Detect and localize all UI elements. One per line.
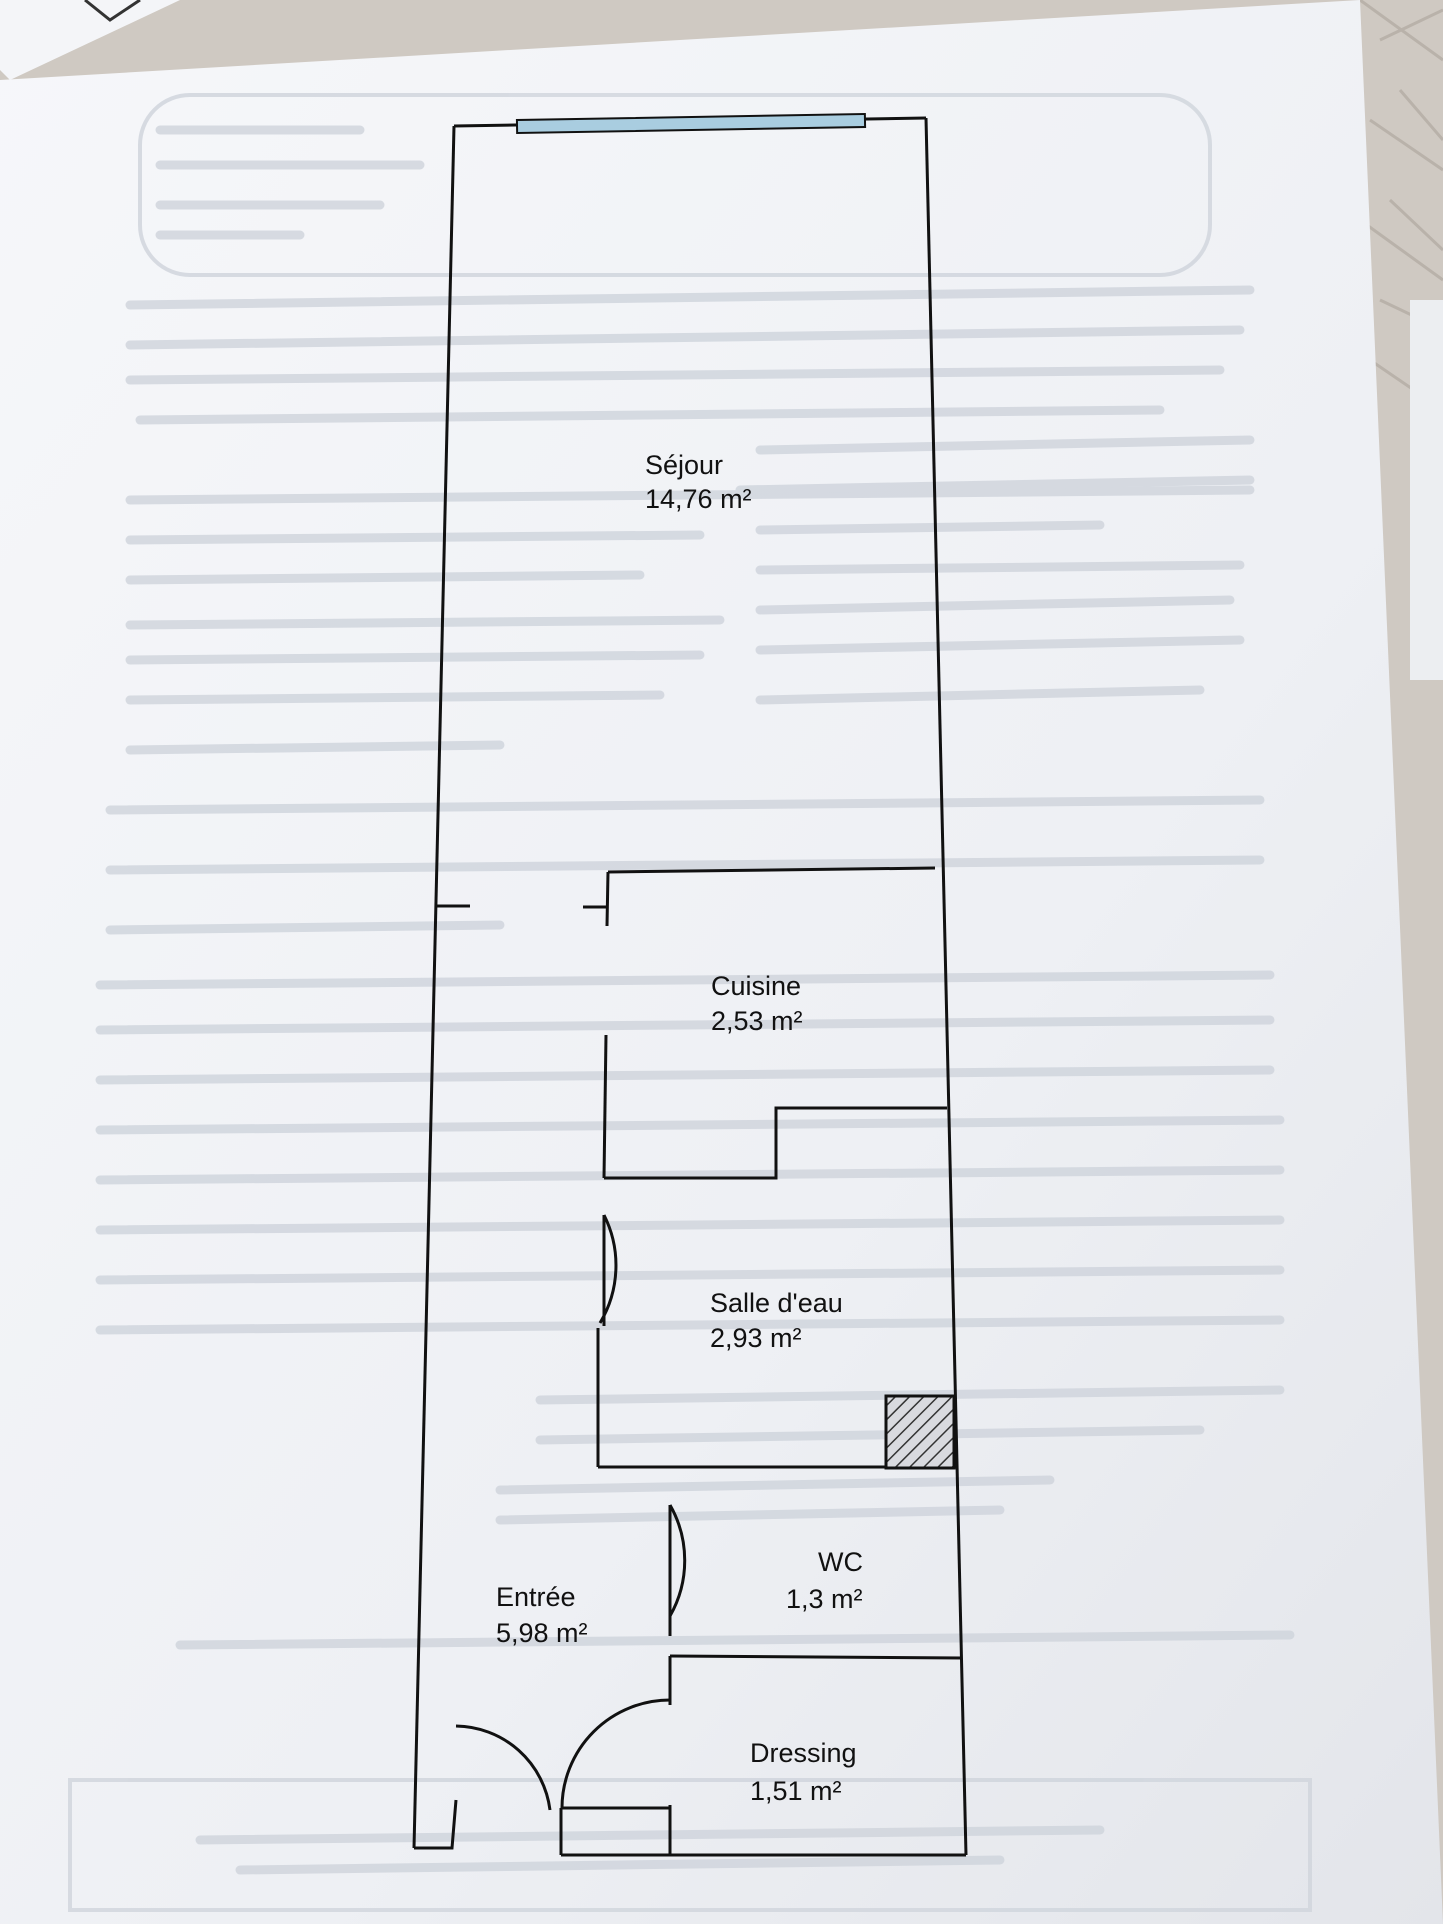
wc-wall-bottom xyxy=(669,1654,963,1660)
room-name-salle-d-eau: Salle d'eau xyxy=(710,1288,843,1318)
dressing-door-arc xyxy=(560,1698,671,1809)
technical-shaft xyxy=(884,1394,956,1470)
second-sheet xyxy=(1410,300,1443,680)
room-area-entree: 5,98 m² xyxy=(496,1618,588,1648)
corner-mark xyxy=(84,0,141,22)
kitchen-wall-top xyxy=(607,866,936,874)
room-area-salle-d-eau: 2,93 m² xyxy=(710,1323,802,1353)
room-area-cuisine: 2,53 m² xyxy=(711,1006,803,1036)
wc-door-arc xyxy=(668,1504,687,1617)
kitchen-wall-left-lower xyxy=(602,1034,608,1179)
room-name-sejour: Séjour xyxy=(645,450,723,480)
patterned-fabric xyxy=(1359,0,1443,412)
outer-wall-right xyxy=(924,117,968,1856)
room-area-wc: 1,3 m² xyxy=(786,1584,863,1614)
room-area-sejour: 14,76 m² xyxy=(645,484,752,514)
floor-plan xyxy=(412,116,968,1857)
window xyxy=(515,112,867,135)
room-name-dressing: Dressing xyxy=(750,1738,857,1768)
room-name-cuisine: Cuisine xyxy=(711,971,801,1001)
kitchen-wall-left xyxy=(605,871,610,927)
room-name-entree: Entrée xyxy=(496,1582,576,1612)
entrance-wall-stub xyxy=(414,1799,458,1850)
bathroom-door-arc xyxy=(598,1214,618,1324)
outer-wall-left xyxy=(412,125,456,1849)
room-name-wc: WC xyxy=(818,1547,863,1577)
paper-top-corner xyxy=(0,0,180,80)
bathroom-wall-top xyxy=(604,1106,947,1180)
room-area-dressing: 1,51 m² xyxy=(750,1776,842,1806)
entrance-door-arc xyxy=(455,1724,552,1811)
